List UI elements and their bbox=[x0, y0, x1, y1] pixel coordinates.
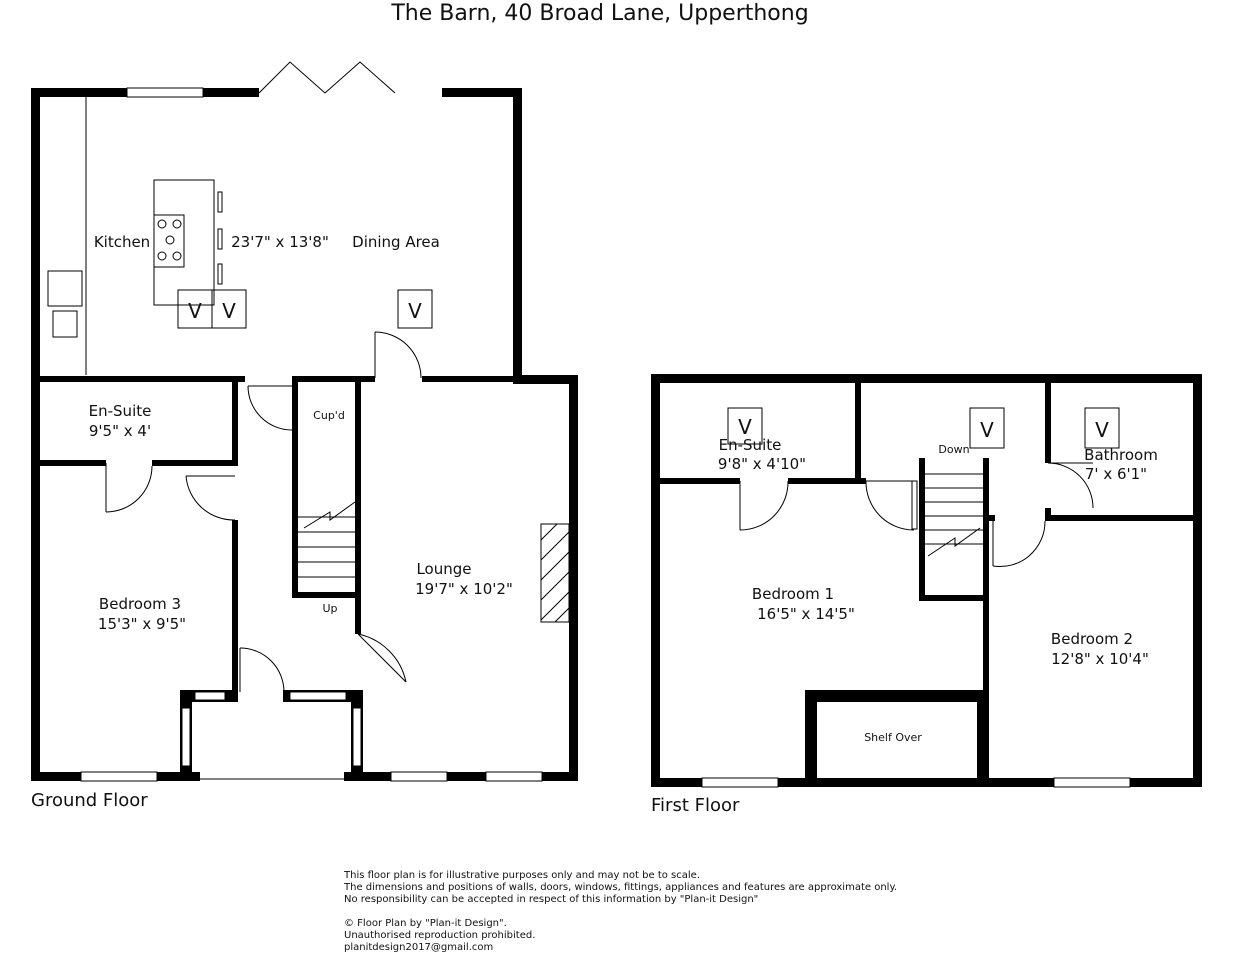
bedroom2-label: Bedroom 2 bbox=[1051, 630, 1133, 648]
gf-wall-kitchen-bottom-mid bbox=[292, 376, 375, 382]
first-floor-label: First Floor bbox=[651, 795, 740, 816]
gf-ensuite-dims: 9'5" x 4' bbox=[89, 422, 151, 440]
gf-lounge-window-2 bbox=[485, 771, 543, 782]
svg-text:© Floor Plan by "Plan-it Desig: © Floor Plan by "Plan-it Design". bbox=[344, 918, 507, 929]
ff-wall-bathroom-left bbox=[1045, 383, 1051, 463]
ff-wall-bathroom-bottom bbox=[1045, 515, 1202, 521]
gf-staircase bbox=[298, 501, 356, 578]
gf-wall-stairs-bottom bbox=[292, 592, 361, 598]
bathroom-dims: 7' x 6'1" bbox=[1085, 465, 1147, 483]
ff-staircase bbox=[925, 473, 983, 557]
gf-wall-bedroom3-right bbox=[232, 520, 238, 696]
gf-wall-kitchen-bottom-right bbox=[422, 376, 517, 382]
gf-wall-bottom-right bbox=[344, 772, 578, 781]
svg-text:V: V bbox=[980, 418, 994, 442]
svg-text:V: V bbox=[738, 415, 752, 439]
ff-stairs-bottom bbox=[919, 595, 989, 601]
gf-kitchen-window bbox=[126, 87, 204, 98]
gf-wall-step bbox=[513, 375, 578, 384]
bedroom2-dims: 12'8" x 10'4" bbox=[1051, 650, 1149, 668]
svg-text:V: V bbox=[1095, 418, 1109, 442]
gf-lounge-window-1 bbox=[390, 771, 448, 782]
ff-wall-ensuite-bottom-left bbox=[660, 478, 740, 484]
gf-stairs-label: Up bbox=[322, 602, 337, 615]
kitchen-label: Kitchen bbox=[94, 233, 150, 251]
gf-kitchen-appliance bbox=[52, 310, 78, 338]
gf-wall-ensuite-right bbox=[232, 376, 238, 466]
ff-ensuite-dims: 9'8" x 4'10" bbox=[718, 455, 806, 473]
ff-stairs-left bbox=[919, 458, 925, 601]
ff-wall-top bbox=[651, 374, 1202, 383]
bedroom3-label: Bedroom 3 bbox=[99, 595, 181, 613]
gf-wall-cupboard-left bbox=[292, 376, 298, 598]
gf-wall-ensuite-bottom-right bbox=[152, 460, 238, 466]
svg-text:V: V bbox=[188, 299, 202, 323]
ff-wall-left bbox=[651, 374, 660, 787]
first-floor-plan: V V V En-Suite 9'8" x 4'10" Down Bathroo… bbox=[651, 374, 1202, 816]
ff-wall-ensuite-bottom-right bbox=[788, 478, 866, 484]
gf-wall-left bbox=[31, 88, 40, 781]
gf-wall-top-right bbox=[442, 88, 522, 97]
svg-text:No responsibility can be accep: No responsibility can be accepted in res… bbox=[344, 894, 758, 905]
ff-vent-2 bbox=[969, 407, 1005, 449]
svg-text:V: V bbox=[408, 299, 422, 323]
gf-wall-lounge-left bbox=[355, 382, 361, 634]
gf-wall-right-lower bbox=[569, 375, 578, 781]
bedroom1-label: Bedroom 1 bbox=[752, 585, 834, 603]
gf-bedroom3-window bbox=[80, 771, 158, 782]
ff-bedroom2-window bbox=[1053, 777, 1131, 788]
shelf-over-label: Shelf Over bbox=[864, 731, 922, 744]
gf-vent-2 bbox=[211, 289, 247, 329]
bedroom3-dims: 15'3" x 9'5" bbox=[98, 615, 186, 633]
disclaimer: This floor plan is for illustrative purp… bbox=[343, 870, 897, 953]
svg-text:This floor plan is for illustr: This floor plan is for illustrative purp… bbox=[343, 870, 700, 881]
ff-stairs-label: Down bbox=[938, 443, 969, 456]
ground-floor-plan: V V V bbox=[31, 61, 578, 811]
gf-wall-ensuite-bottom-left bbox=[31, 460, 106, 466]
ff-shelf-wall-top bbox=[805, 690, 989, 702]
gf-wall-right-upper bbox=[513, 88, 522, 384]
ff-vent-3 bbox=[1084, 407, 1120, 449]
ff-wall-bottom bbox=[651, 778, 1202, 787]
lounge-dims: 19'7" x 10'2" bbox=[415, 580, 513, 598]
bathroom-label: Bathroom bbox=[1084, 446, 1158, 464]
gf-kitchen-sink bbox=[47, 270, 83, 307]
gf-wall-kitchen-bottom-left bbox=[31, 376, 245, 382]
ground-floor-label: Ground Floor bbox=[31, 790, 148, 811]
gf-ensuite-label: En-Suite bbox=[89, 402, 152, 420]
ff-wall-bathroom-stub bbox=[1045, 508, 1051, 520]
ff-wall-bedroom2-left bbox=[983, 515, 989, 695]
gf-hob bbox=[153, 214, 185, 268]
ff-wall-ensuite-right bbox=[855, 383, 861, 483]
dining-area-label: Dining Area bbox=[352, 233, 440, 251]
ff-shelf-wall-right bbox=[977, 690, 989, 782]
ff-ensuite-label: En-Suite bbox=[719, 436, 782, 454]
svg-text:planitdesign2017@gmail.com: planitdesign2017@gmail.com bbox=[344, 942, 493, 953]
ff-wall-right bbox=[1193, 374, 1202, 787]
plan-title: The Barn, 40 Broad Lane, Upperthong bbox=[390, 1, 808, 26]
ff-vent-1 bbox=[727, 407, 763, 445]
lounge-label: Lounge bbox=[416, 560, 471, 578]
gf-fireplace bbox=[540, 523, 570, 623]
gf-vent-3 bbox=[397, 289, 433, 329]
bedroom1-dims: 16'5" x 14'5" bbox=[757, 605, 855, 623]
kitchen-dims: 23'7" x 13'8" bbox=[231, 233, 329, 251]
svg-text:The dimensions and positions o: The dimensions and positions of walls, d… bbox=[343, 882, 897, 893]
ff-bedroom1-window bbox=[701, 777, 779, 788]
gf-bifold-doors bbox=[258, 61, 396, 94]
svg-text:Unauthorised reproduction proh: Unauthorised reproduction prohibited. bbox=[344, 930, 535, 941]
cupboard-label: Cup'd bbox=[313, 409, 345, 422]
ff-shelf-wall-left bbox=[805, 690, 817, 782]
svg-text:V: V bbox=[222, 299, 236, 323]
